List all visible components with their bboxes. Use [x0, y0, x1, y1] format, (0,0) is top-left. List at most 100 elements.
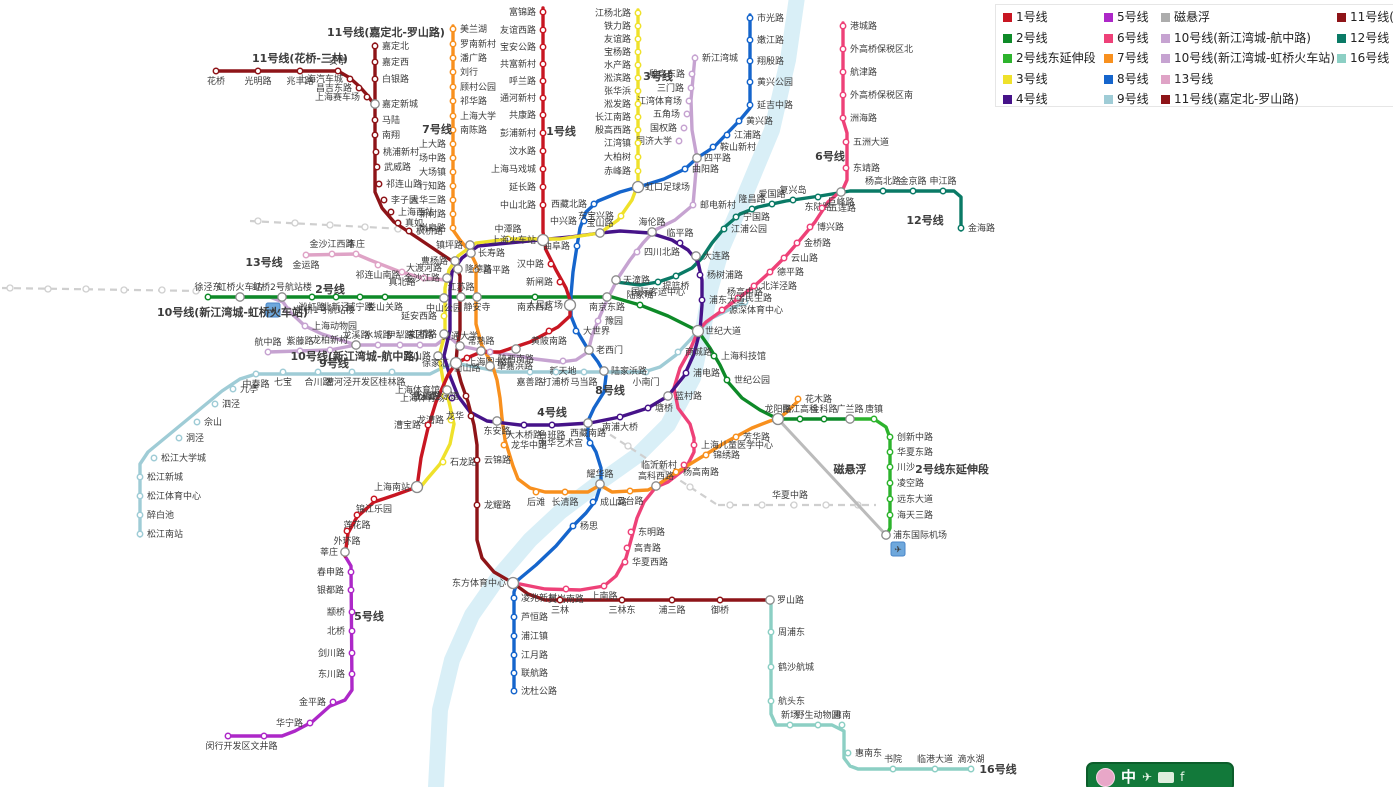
station-dot[interactable]: [449, 54, 457, 62]
station-dot[interactable]: [687, 84, 695, 92]
station-dot[interactable]: [347, 568, 355, 576]
station-dot[interactable]: [732, 433, 740, 441]
station-dot[interactable]: [634, 126, 642, 134]
station-dot[interactable]: [647, 227, 657, 237]
station-dot[interactable]: [586, 439, 594, 447]
station-dot[interactable]: [845, 414, 855, 424]
station-dot[interactable]: [631, 180, 645, 194]
station-dot[interactable]: [771, 412, 785, 426]
station-dot[interactable]: [634, 100, 642, 108]
station-dot[interactable]: [634, 22, 642, 30]
station-dot[interactable]: [314, 368, 322, 376]
station-dot[interactable]: [842, 138, 850, 146]
station-dot[interactable]: [681, 165, 689, 173]
station-dot[interactable]: [583, 418, 593, 428]
station-dot[interactable]: [370, 495, 378, 503]
station-dot[interactable]: [879, 187, 887, 195]
station-dot[interactable]: [634, 9, 642, 17]
station-dot[interactable]: [340, 547, 350, 557]
station-dot[interactable]: [634, 87, 642, 95]
station-dot[interactable]: [373, 163, 381, 171]
station-dot[interactable]: [450, 256, 460, 266]
station-dot[interactable]: [767, 697, 775, 705]
station-dot[interactable]: [370, 99, 380, 109]
station-dot[interactable]: [442, 385, 452, 395]
station-dot[interactable]: [260, 732, 268, 740]
station-dot[interactable]: [806, 223, 814, 231]
station-dot[interactable]: [510, 613, 518, 621]
station-dot[interactable]: [136, 530, 144, 538]
station-dot[interactable]: [485, 361, 495, 371]
station-dot[interactable]: [589, 498, 597, 506]
station-dot[interactable]: [691, 54, 699, 62]
station-dot[interactable]: [472, 292, 482, 302]
station-dot[interactable]: [602, 292, 612, 302]
station-dot[interactable]: [329, 698, 337, 706]
station-dot[interactable]: [539, 147, 547, 155]
station-dot[interactable]: [702, 451, 710, 459]
station-dot[interactable]: [449, 83, 457, 91]
station-dot[interactable]: [449, 356, 463, 370]
station-dot[interactable]: [254, 67, 262, 75]
station-dot[interactable]: [889, 765, 897, 773]
station-dot[interactable]: [473, 501, 481, 509]
station-dot[interactable]: [449, 126, 457, 134]
station-dot[interactable]: [439, 458, 447, 466]
station-dot[interactable]: [692, 153, 702, 163]
station-dot[interactable]: [720, 225, 728, 233]
station-dot[interactable]: [563, 298, 577, 312]
station-dot[interactable]: [548, 421, 556, 429]
station-dot[interactable]: [396, 341, 404, 349]
station-dot[interactable]: [388, 368, 396, 376]
station-dot[interactable]: [789, 196, 797, 204]
station-dot[interactable]: [326, 346, 334, 354]
station-dot[interactable]: [302, 251, 310, 259]
station-dot[interactable]: [746, 78, 754, 86]
station-dot[interactable]: [691, 251, 701, 261]
station-dot[interactable]: [814, 193, 822, 201]
station-dot[interactable]: [193, 418, 201, 426]
station-dot[interactable]: [957, 224, 965, 232]
station-dot[interactable]: [746, 36, 754, 44]
station-dot[interactable]: [793, 239, 801, 247]
station-dot[interactable]: [449, 140, 457, 148]
station-dot[interactable]: [539, 26, 547, 34]
station-dot[interactable]: [618, 596, 626, 604]
station-dot[interactable]: [654, 278, 662, 286]
station-dot[interactable]: [675, 137, 683, 145]
station-dot[interactable]: [562, 585, 570, 593]
station-dot[interactable]: [696, 271, 704, 279]
station-dot[interactable]: [839, 22, 847, 30]
station-dot[interactable]: [440, 312, 448, 320]
station-dot[interactable]: [136, 473, 144, 481]
station-dot[interactable]: [545, 327, 553, 335]
station-dot[interactable]: [235, 292, 245, 302]
station-dot[interactable]: [308, 293, 316, 301]
station-dot[interactable]: [539, 111, 547, 119]
station-dot[interactable]: [346, 75, 354, 83]
station-dot[interactable]: [277, 292, 287, 302]
station-dot[interactable]: [836, 187, 846, 197]
station-dot[interactable]: [332, 293, 340, 301]
station-dot[interactable]: [909, 187, 917, 195]
station-dot[interactable]: [595, 479, 605, 489]
station-dot[interactable]: [284, 306, 292, 314]
station-dot[interactable]: [735, 117, 743, 125]
station-dot[interactable]: [463, 354, 471, 362]
station-dot[interactable]: [818, 204, 826, 212]
station-dot[interactable]: [723, 131, 731, 139]
station-dot[interactable]: [531, 293, 539, 301]
station-dot[interactable]: [439, 329, 449, 339]
station-dot[interactable]: [372, 148, 380, 156]
station-dot[interactable]: [765, 595, 775, 605]
station-dot[interactable]: [449, 112, 457, 120]
station-dot[interactable]: [886, 479, 894, 487]
station-dot[interactable]: [820, 415, 828, 423]
station-dot[interactable]: [212, 67, 220, 75]
station-dot[interactable]: [931, 765, 939, 773]
station-dot[interactable]: [296, 67, 304, 75]
station-dot[interactable]: [547, 260, 555, 268]
station-dot[interactable]: [353, 511, 361, 519]
station-dot[interactable]: [424, 421, 432, 429]
